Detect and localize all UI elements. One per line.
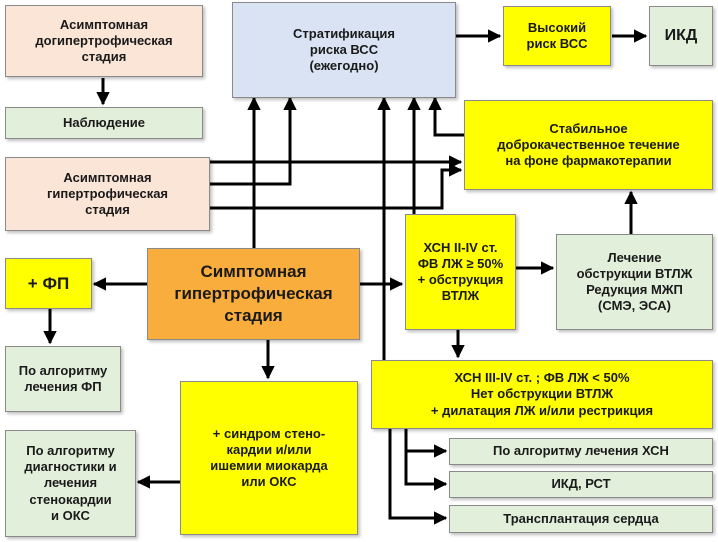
node-hf-algorithm: По алгоритму лечения ХСН: [449, 438, 713, 465]
arrow-asymp-hyp-to-strat: [210, 96, 297, 186]
node-icd-crt: ИКД, РСТ: [449, 471, 713, 498]
node-heart-transplant: Трансплантация сердца: [449, 505, 713, 533]
node-angina-ischemia: + синдром стено- кардии и/или ишемии мио…: [180, 381, 358, 535]
arrow-hf-adv-to-hf-algo: [404, 429, 448, 458]
node-asymptomatic-prehypertrophic: Асимптомная догипертрофическая стадия: [5, 5, 203, 77]
node-angina-algorithm: По алгоритму диагностики и лечения стено…: [5, 430, 136, 537]
arrow-hf-adv-to-transplant: [388, 429, 448, 525]
node-symptomatic-hypertrophic: Симптомная гипертрофическая стадия: [147, 248, 360, 340]
node-icd: ИКД: [649, 6, 713, 66]
node-af-algorithm: По алгоритму лечения ФП: [5, 346, 121, 412]
node-asymptomatic-hypertrophic: Асимптомная гипертрофическая стадия: [5, 157, 210, 231]
arrow-hf-adv-to-icd-crt: [404, 451, 448, 491]
node-high-risk: Высокий риск ВСС: [503, 6, 611, 66]
node-obstruction-treatment: Лечение обструкции ВТЛЖ Редукция МЖП (СМ…: [556, 234, 713, 330]
node-stable-course: Стабильное доброкачественное течение на …: [464, 100, 713, 190]
node-observation: Наблюдение: [5, 107, 203, 139]
node-hf-advanced: ХСН III-IV ст. ; ФВ ЛЖ < 50% Нет обструк…: [371, 360, 713, 429]
arrow-stable-to-strat: [428, 96, 466, 137]
node-hf-obstruction: ХСН II-IV ст. ФВ ЛЖ ≥ 50% + обструкция В…: [405, 214, 516, 330]
arrow-asymp-hyp-to-stable-lower: [210, 163, 463, 210]
node-af: + ФП: [5, 258, 92, 309]
node-risk-stratification: Стратификация риска ВСС (ежегодно): [232, 2, 456, 98]
